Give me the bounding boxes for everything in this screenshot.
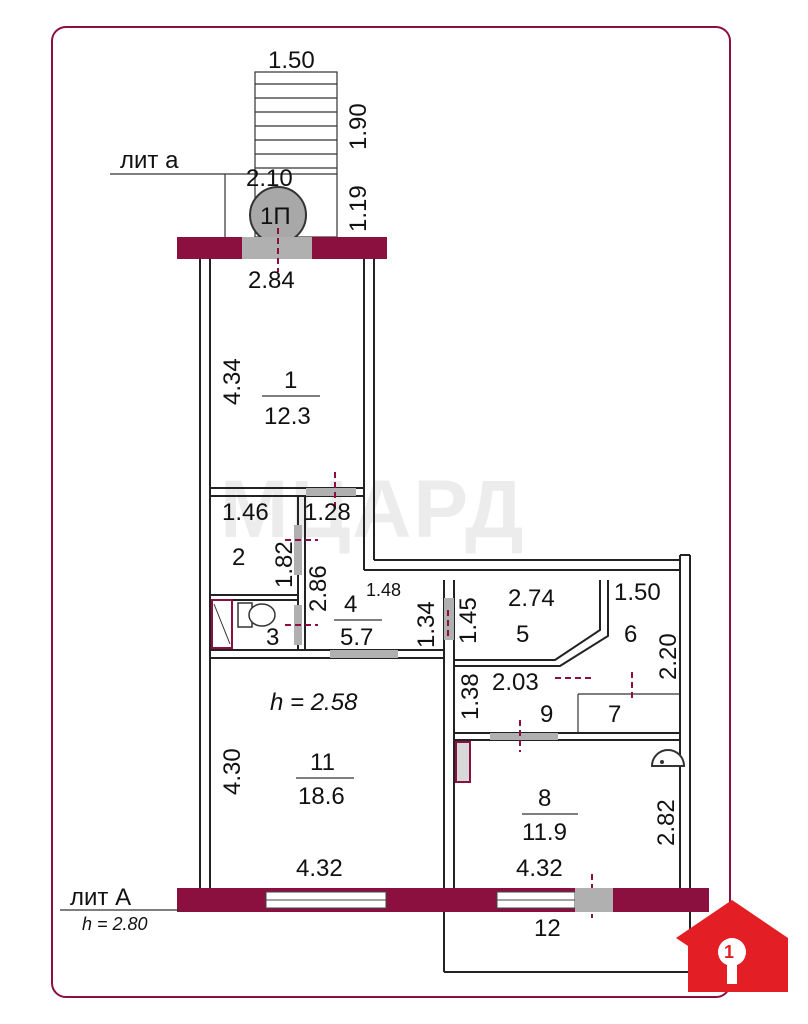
room-1-number: 1 [284, 367, 297, 394]
porch-height: 1.90 [345, 103, 372, 150]
room-3-number: 3 [266, 624, 279, 651]
room-4-number: 4 [344, 591, 357, 618]
room-1-area: 12.3 [264, 403, 311, 430]
dim-room2-length: 1.82 [271, 541, 298, 588]
dim-room11-length: 4.30 [219, 748, 246, 795]
dim-room1-width: 2.84 [248, 267, 295, 294]
room-6-number: 6 [624, 621, 637, 648]
dim-room8-width: 4.32 [516, 855, 563, 882]
lit-a-small: лит а [120, 147, 179, 174]
walls [199, 259, 691, 973]
porch-width: 1.50 [268, 47, 315, 74]
dim-room5-width: 2.74 [508, 585, 555, 612]
dim-corridor-width: 1.28 [304, 499, 351, 526]
door-room5 [444, 598, 454, 640]
dim-room8-length: 2.82 [653, 799, 680, 846]
height-outer: h = 2.80 [82, 914, 148, 934]
dim-room6-width: 1.50 [614, 579, 661, 606]
door-room8 [490, 733, 558, 740]
room-4-area: 5.7 [340, 624, 373, 651]
room-5-number: 5 [516, 621, 529, 648]
dim-room9-width: 2.03 [492, 669, 539, 696]
room-8-area: 11.9 [522, 819, 567, 846]
porch-span: 2.10 [246, 165, 293, 192]
lit-A-big: лит А [70, 884, 131, 911]
logo-house-icon: 1 [676, 900, 788, 992]
door-room11 [330, 650, 398, 658]
room-2-number: 2 [232, 544, 245, 571]
dim-room2-width: 1.46 [222, 499, 269, 526]
watermark-text: МЦАРД [220, 464, 526, 555]
logo-glyph: 1 [724, 942, 734, 962]
balcony-door [575, 888, 613, 912]
room-7-number: 7 [608, 701, 621, 728]
dim-room4-width: 1.48 [366, 580, 401, 600]
dim-room1-length: 4.34 [219, 358, 246, 405]
sink-icon [650, 749, 686, 767]
dim-room4-length: 1.34 [413, 601, 440, 648]
bottom-slab [177, 888, 709, 912]
dim-room5-length: 1.45 [455, 597, 482, 644]
door-room1-corridor [306, 488, 356, 496]
room-11-number: 11 [310, 749, 335, 776]
room-8-number: 8 [538, 785, 551, 812]
room-9-number: 9 [540, 701, 553, 728]
porch-label: 1П [260, 203, 291, 230]
toilet-icon [211, 599, 276, 649]
dim-room11-width: 4.32 [296, 855, 343, 882]
height-inner: h = 2.58 [270, 689, 358, 716]
porch-depth: 1.19 [345, 185, 372, 232]
dim-room9-length: 1.38 [457, 673, 484, 720]
dim-room6-length: 2.20 [655, 633, 682, 680]
dim-corridor-length: 2.86 [305, 565, 332, 612]
door-room2 [294, 525, 302, 575]
room-11-area: 18.6 [298, 783, 345, 810]
wardrobe [455, 741, 471, 783]
room-12-number: 12 [534, 915, 561, 942]
frame-border [51, 26, 731, 998]
